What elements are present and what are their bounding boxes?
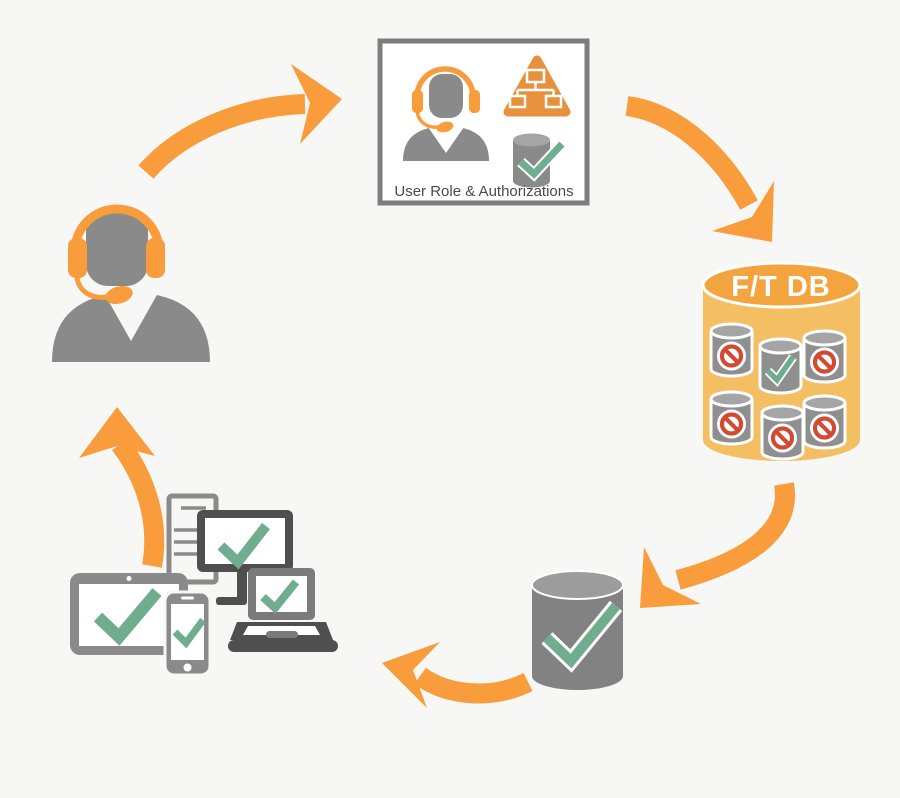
headband-icon bbox=[70, 204, 164, 252]
mic-icon bbox=[105, 286, 133, 304]
mic-boom-icon bbox=[74, 276, 109, 300]
checkmark-icon bbox=[766, 355, 796, 385]
user-role-box: User Role & Authorizations bbox=[377, 38, 590, 206]
record-blocked-icon bbox=[709, 390, 754, 446]
blocked-icon bbox=[812, 416, 837, 440]
arrow-agent-to-rolebox-icon bbox=[138, 64, 342, 179]
checkmark-icon bbox=[172, 617, 206, 649]
agent-head bbox=[86, 208, 148, 286]
record-approved-icon bbox=[758, 337, 803, 395]
blocked-icon bbox=[719, 412, 744, 436]
arrow-devices-to-agent-icon bbox=[79, 407, 165, 568]
arrow-db-to-devices-icon bbox=[382, 642, 533, 708]
checkmark-icon bbox=[518, 141, 565, 179]
left-earcup-icon bbox=[68, 238, 87, 278]
headset-agent-small-icon bbox=[403, 66, 489, 161]
record-blocked-icon bbox=[802, 394, 847, 450]
headset-agent-icon bbox=[52, 204, 210, 362]
blocked-icon bbox=[719, 344, 744, 368]
multi-device-checkmark-icon bbox=[70, 493, 338, 677]
cycle-arrows bbox=[79, 64, 795, 708]
org-chart-triangle-icon bbox=[503, 55, 571, 117]
home-button-icon bbox=[183, 663, 192, 672]
record-blocked-icon bbox=[709, 322, 754, 378]
blocked-icon bbox=[770, 426, 795, 450]
tablet-icon bbox=[70, 573, 188, 655]
database-checkmark-icon bbox=[531, 570, 624, 690]
record-blocked-icon bbox=[760, 404, 805, 461]
desktop-monitor-icon bbox=[197, 510, 293, 605]
blocked-icon bbox=[812, 350, 837, 374]
record-blocked-icon bbox=[802, 329, 847, 384]
checkmark-icon bbox=[217, 522, 270, 570]
ft-db: F/T DB bbox=[701, 261, 862, 461]
smartphone-icon bbox=[163, 590, 212, 677]
laptop-icon bbox=[228, 568, 338, 652]
arrow-rolebox-to-ftdb-icon bbox=[625, 96, 774, 242]
checkmark-icon bbox=[260, 579, 300, 614]
ftdb-label: F/T DB bbox=[731, 271, 830, 303]
speaker-icon bbox=[181, 596, 194, 600]
checkmark-icon bbox=[543, 602, 620, 669]
ftdb-lid bbox=[701, 261, 862, 309]
right-earcup-icon bbox=[146, 238, 165, 278]
collar-notch bbox=[104, 293, 158, 341]
user-role-box-label: User Role & Authorizations bbox=[394, 183, 573, 200]
checkmark-icon bbox=[93, 588, 162, 646]
approved-database-icon bbox=[513, 133, 567, 188]
arrow-ftdb-to-db-icon bbox=[640, 482, 795, 608]
camera-dot-icon bbox=[126, 576, 132, 581]
user-role-box-frame bbox=[377, 38, 590, 206]
